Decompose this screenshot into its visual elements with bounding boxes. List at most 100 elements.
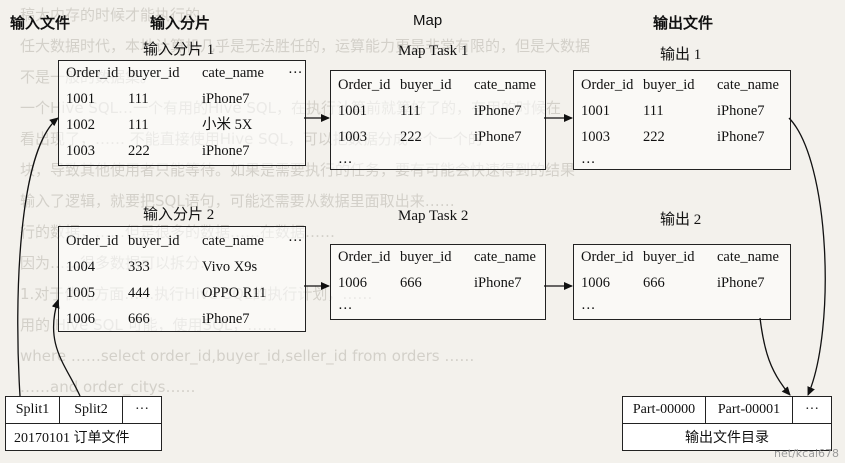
table-row: Order_id buyer_id cate_name ··· xyxy=(66,60,308,86)
table-cell: 1001 xyxy=(338,103,367,119)
table-cell: cate_name xyxy=(474,77,536,93)
table-cell: 1005 xyxy=(66,285,95,301)
table-cell: cate_name xyxy=(717,77,779,93)
table-cell: cate_name xyxy=(202,233,264,249)
table-cell: cate_name xyxy=(474,249,536,265)
out1-box xyxy=(573,70,791,170)
map2-title: Map Task 2 xyxy=(398,208,469,224)
table-row: ··· xyxy=(581,296,823,322)
table-cell: cate_name xyxy=(202,65,264,81)
table-cell: OPPO R11 xyxy=(202,285,267,301)
map2-box xyxy=(330,244,546,320)
map-heading: Map xyxy=(413,12,443,29)
out2-table: Order_id buyer_id cate_name 1006 666 iPhone7 ·… xyxy=(581,244,823,322)
table-cell: ··· xyxy=(288,233,303,249)
table-row: 1001 111 iPhone7 xyxy=(338,98,580,124)
table-cell: iPhone7 xyxy=(202,311,250,327)
out2-title: 输出 2 xyxy=(660,212,702,228)
arrow-out2-to-dir xyxy=(759,317,791,396)
table-cell: 666 xyxy=(128,311,150,327)
table-cell: buyer_id xyxy=(128,233,180,249)
out1-table: Order_id buyer_id cate_name 1001 111 iPhone7 1… xyxy=(581,72,823,176)
map1-title: Map Task 1 xyxy=(398,43,469,59)
split1-title: 输入分片 1 xyxy=(143,42,215,58)
table-row: Order_id buyer_id cate_name xyxy=(581,72,823,98)
input-file-heading: 输入文件 xyxy=(10,14,71,32)
table-cell: Order_id xyxy=(581,249,634,265)
table-cell: 222 xyxy=(400,129,422,145)
table-cell: 111 xyxy=(400,103,421,119)
input-split2-cell: Split2 xyxy=(59,396,123,424)
table-cell: 222 xyxy=(128,143,150,159)
table-cell: Order_id xyxy=(338,249,391,265)
table-cell: buyer_id xyxy=(643,77,695,93)
input-split-heading: 输入分片 xyxy=(150,14,211,32)
table-cell: 111 xyxy=(128,91,149,107)
table-cell: iPhone7 xyxy=(202,143,250,159)
table-row: ··· xyxy=(338,296,580,322)
table-cell: 1003 xyxy=(338,129,367,145)
split1-table: Order_id buyer_id cate_name ··· 1001 111 iPhon… xyxy=(66,60,308,164)
table-cell: iPhone7 xyxy=(474,275,522,291)
table-cell: 1003 xyxy=(581,129,610,145)
table-cell: 1004 xyxy=(66,259,95,275)
table-cell: 333 xyxy=(128,259,150,275)
table-cell: 666 xyxy=(643,275,665,291)
table-cell: buyer_id xyxy=(643,249,695,265)
table-row: ··· xyxy=(338,150,580,176)
split2-title: 输入分片 2 xyxy=(143,207,215,223)
table-cell: buyer_id xyxy=(400,249,452,265)
split1-box xyxy=(58,60,306,166)
table-cell: 111 xyxy=(643,103,664,119)
output-part1-cell: Part-00001 xyxy=(705,396,793,424)
table-cell: 1001 xyxy=(66,91,95,107)
table-cell: Order_id xyxy=(338,77,391,93)
input-split1-cell: Split1 xyxy=(5,396,60,424)
table-cell: 1006 xyxy=(338,275,367,291)
table-cell: Vivo X9s xyxy=(202,259,258,275)
table-cell: 1001 xyxy=(581,103,610,119)
table-row: 1004 333 Vivo X9s xyxy=(66,254,308,280)
table-cell: cate_name xyxy=(717,249,779,265)
input-ellipsis-cell: ··· xyxy=(122,396,162,424)
arrow-input-to-split1 xyxy=(17,117,59,397)
table-cell: iPhone7 xyxy=(717,275,765,291)
table-cell: Order_id xyxy=(581,77,634,93)
table-cell: iPhone7 xyxy=(717,129,765,145)
table-cell: iPhone7 xyxy=(474,103,522,119)
table-cell: 1006 xyxy=(581,275,610,291)
table-cell: 444 xyxy=(128,285,150,301)
table-cell: ··· xyxy=(581,155,596,171)
table-cell: ··· xyxy=(581,301,596,317)
table-row: 1005 444 OPPO R11 xyxy=(66,280,308,306)
output-dir-label: 输出文件目录 xyxy=(622,423,832,451)
table-cell: Order_id xyxy=(66,65,119,81)
table-cell: ··· xyxy=(338,155,353,171)
input-file-label: 20170101 订单文件 xyxy=(5,423,162,451)
output-file-heading: 输出文件 xyxy=(653,14,714,32)
table-row: 1006 666 iPhone7 xyxy=(581,270,823,296)
background-line: where ……select order_id,buyer_id,seller_… xyxy=(20,347,475,365)
watermark: net/kcai678 xyxy=(774,447,839,460)
table-row: ··· xyxy=(581,150,823,176)
out1-title: 输出 1 xyxy=(660,47,702,63)
table-row: Order_id buyer_id cate_name xyxy=(581,244,823,270)
table-cell: ··· xyxy=(288,65,303,81)
table-row: Order_id buyer_id cate_name xyxy=(338,244,580,270)
table-cell: 1002 xyxy=(66,117,95,133)
split2-box xyxy=(58,226,306,332)
table-cell: buyer_id xyxy=(128,65,180,81)
output-ellipsis-cell: ··· xyxy=(792,396,832,424)
table-cell: 小米 5X xyxy=(202,117,253,133)
